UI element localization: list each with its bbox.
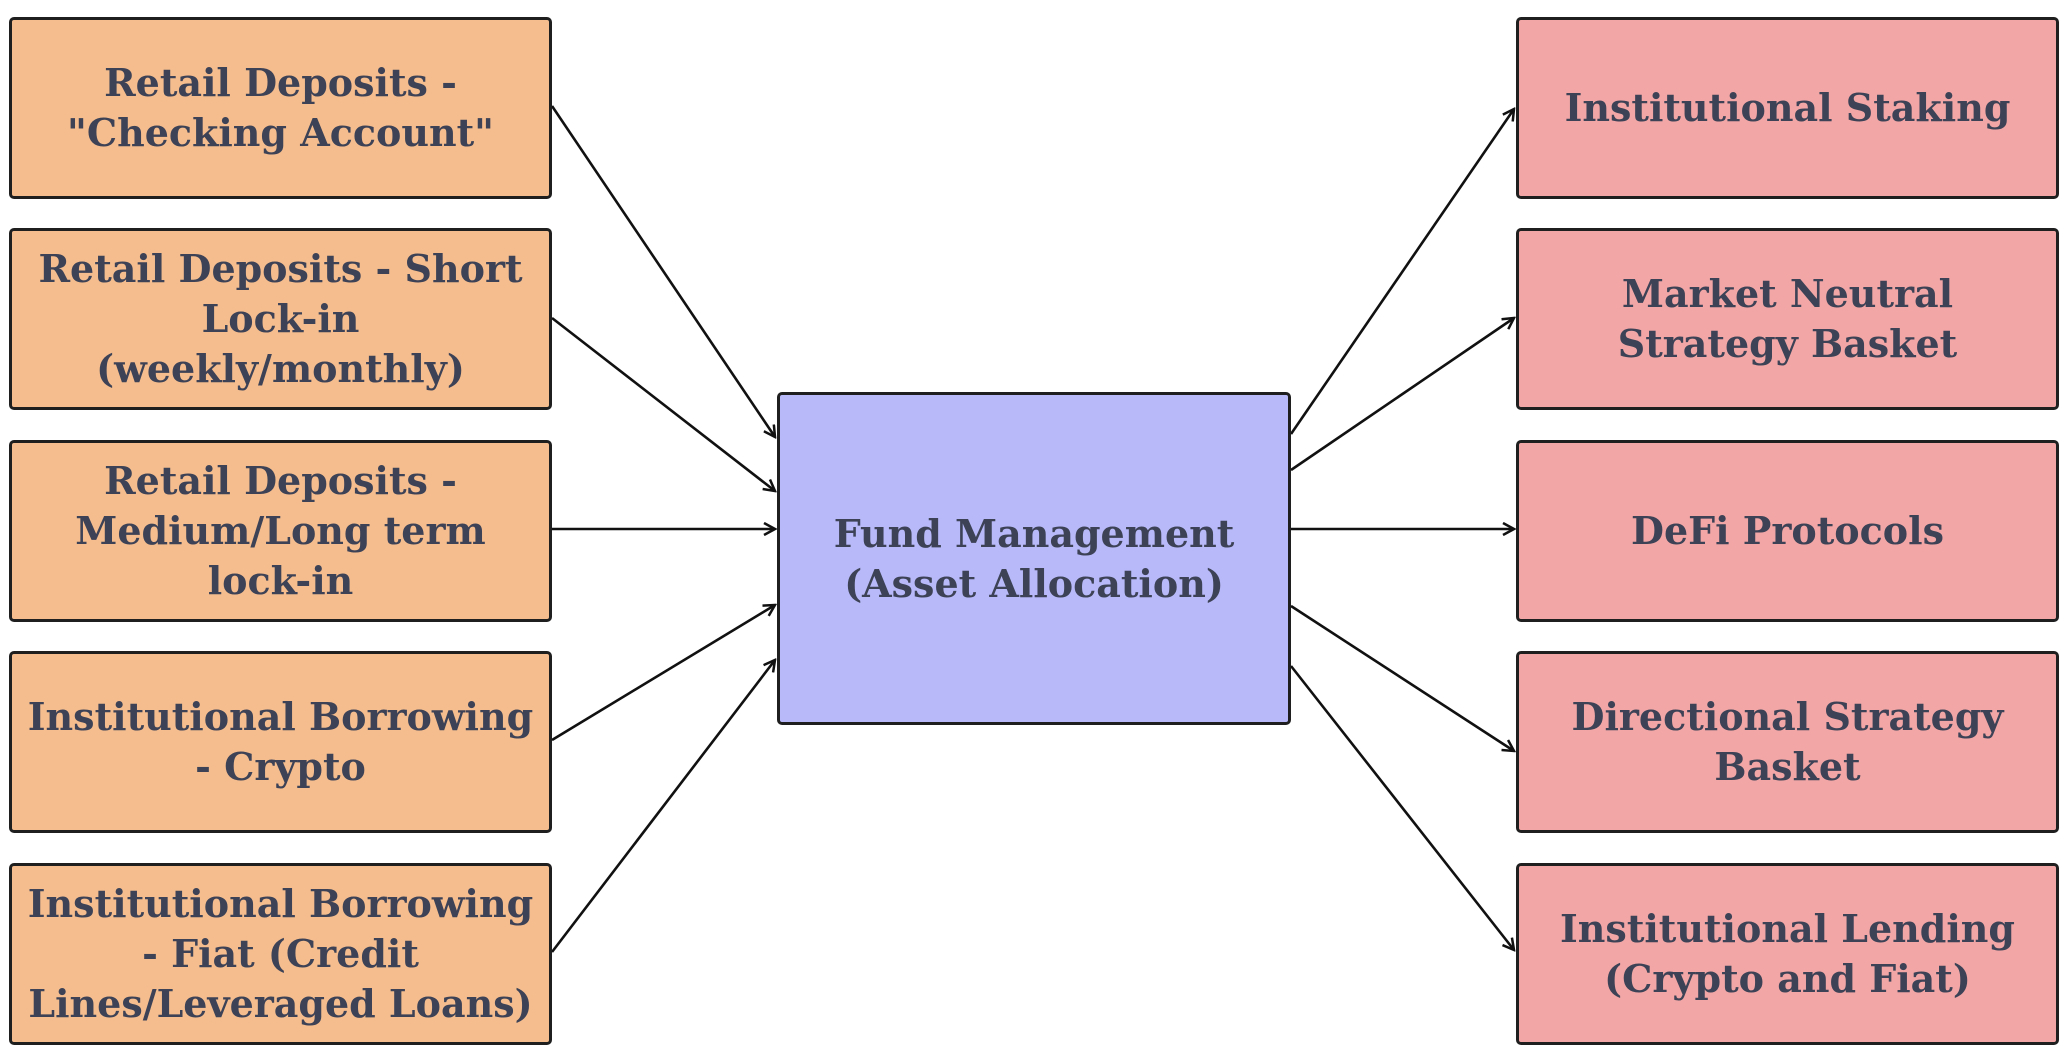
source-node-label: Retail Deposits - Medium/Long term lock-… <box>75 458 486 603</box>
dest-node-market-neutral-strategy: Market Neutral Strategy Basket <box>1516 228 2059 410</box>
arrow-source-2-to-center <box>551 316 775 491</box>
source-node-checking-account: Retail Deposits - "Checking Account" <box>9 17 552 199</box>
center-node-label: Fund Management (Asset Allocation) <box>833 510 1235 606</box>
arrow-center-to-dest-4 <box>1290 604 1514 751</box>
dest-node-label: DeFi Protocols <box>1631 508 1944 553</box>
source-node-short-lock-in: Retail Deposits - Short Lock-in (weekly/… <box>9 228 552 410</box>
source-node-medium-long-lock-in: Retail Deposits - Medium/Long term lock-… <box>9 440 552 622</box>
arrow-center-to-dest-5 <box>1289 665 1514 950</box>
source-node-label: Retail Deposits - "Checking Account" <box>67 60 494 155</box>
arrow-center-to-dest-1 <box>1289 109 1514 435</box>
dest-node-label: Market Neutral Strategy Basket <box>1617 271 1958 366</box>
arrow-source-5-to-center <box>550 660 775 953</box>
center-node-fund-management: Fund Management (Asset Allocation) <box>777 392 1291 725</box>
source-node-label: Institutional Borrowing - Fiat (Credit L… <box>27 881 534 1026</box>
arrow-source-1-to-center <box>550 105 775 437</box>
source-node-institutional-borrowing-crypto: Institutional Borrowing - Crypto <box>9 651 552 833</box>
dest-node-label: Directional Strategy Basket <box>1571 694 2004 789</box>
arrow-center-to-dest-2 <box>1290 318 1514 472</box>
source-node-label: Institutional Borrowing - Crypto <box>27 694 534 789</box>
source-node-institutional-borrowing-fiat: Institutional Borrowing - Fiat (Credit L… <box>9 863 552 1045</box>
dest-node-institutional-staking: Institutional Staking <box>1516 17 2059 199</box>
source-node-label: Retail Deposits - Short Lock-in (weekly/… <box>38 246 523 391</box>
dest-node-label: Institutional Lending (Crypto and Fiat) <box>1560 906 2015 1001</box>
dest-node-institutional-lending: Institutional Lending (Crypto and Fiat) <box>1516 863 2059 1045</box>
dest-node-directional-strategy: Directional Strategy Basket <box>1516 651 2059 833</box>
arrow-source-4-to-center <box>551 605 775 742</box>
dest-node-defi-protocols: DeFi Protocols <box>1516 440 2059 622</box>
dest-node-label: Institutional Staking <box>1564 85 2011 130</box>
